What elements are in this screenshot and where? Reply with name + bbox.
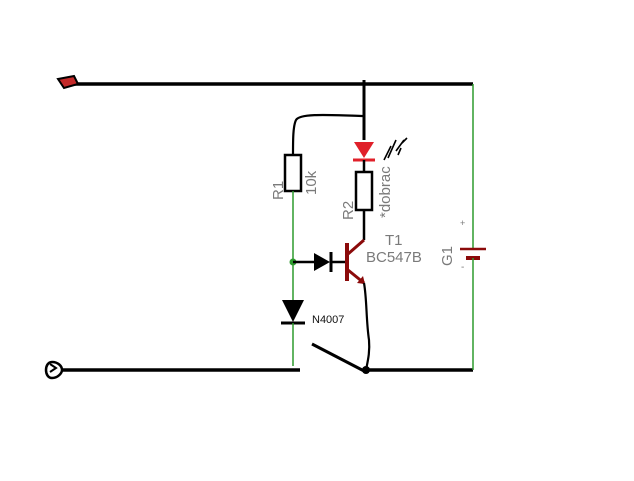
r1-top-wire	[291, 113, 365, 156]
r2-resistor	[354, 170, 374, 212]
t1-value-label: BC547B	[366, 249, 422, 266]
led-light-arrows-icon	[383, 137, 408, 161]
r1-value-label: 10k	[303, 170, 320, 195]
emitter-wire	[362, 282, 371, 371]
base-diode-body	[314, 253, 330, 271]
r1-resistor	[283, 153, 303, 193]
g1-ref-label: G1	[439, 246, 456, 266]
t1-emitter-arrow-icon	[357, 276, 365, 284]
r2-ref-label: R2	[340, 201, 357, 220]
led-body	[354, 142, 374, 158]
switch-contact	[362, 366, 370, 374]
g1-minus-label: -	[461, 262, 464, 273]
t1-ref-label: T1	[385, 232, 403, 249]
switch-blade[interactable]	[311, 342, 367, 374]
g1-plus-label: +	[460, 218, 465, 228]
n4007-diode-body	[282, 300, 304, 322]
r1-ref-label: R1	[270, 181, 287, 200]
t1-collector	[347, 238, 365, 256]
bottom-terminal-mark	[49, 363, 58, 373]
r2-value-label: *dobrac	[377, 166, 394, 218]
d1-value-label: N4007	[312, 314, 344, 326]
top-terminal[interactable]	[56, 74, 80, 90]
